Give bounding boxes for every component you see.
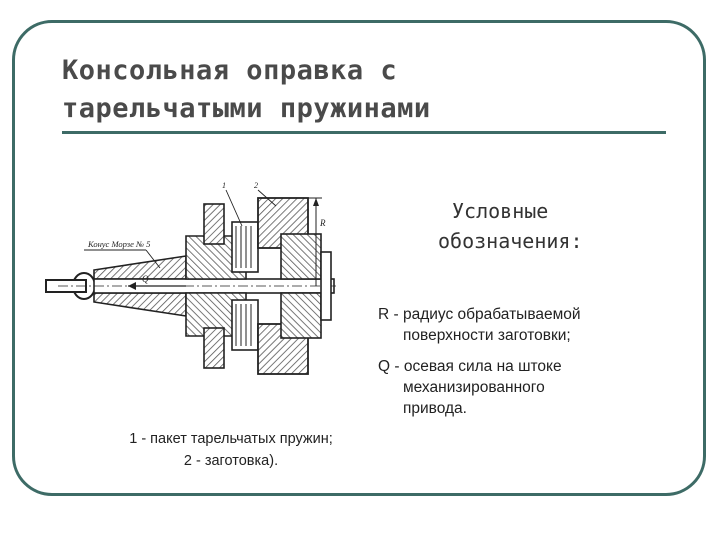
mandrel-flange [185,203,247,369]
callout-2-label: 2 [254,181,258,190]
caption-line-1: 1 - пакет тарельчатых пружин; [129,431,333,447]
taper-label: Конус Морзе № 5 [87,239,150,249]
callout-leaders [225,189,277,227]
morse-taper-body [93,255,187,317]
legend-item-q-line-3: привода. [403,400,467,417]
force-arrow [128,282,186,290]
taper-leader [84,249,161,269]
figure-caption: 1 - пакет тарельчатых пружин; 2 - загото… [96,428,366,472]
title-line-2: тарельчатыми пружинами [62,93,431,124]
title-underline [62,131,666,134]
legend-item-q-line-1: Q - осевая сила на штоке [378,358,562,375]
title-line-1: Консольная оправка с [62,55,398,86]
callout-1-label: 1 [222,181,226,190]
legend-item-r-line-1: R - радиус обрабатываемой [378,306,581,323]
slide-title: Консольная оправка с тарельчатыми пружин… [62,52,622,128]
legend-heading-line-2: обозначения: [438,229,583,253]
clamping-nut [280,233,332,339]
mandrel-drawing: R Q Конус Морзе № 5 1 2 [45,181,336,375]
central-rod [58,278,336,294]
force-label: Q [142,274,149,284]
radius-dimension [308,197,322,286]
legend-item-q-line-2: механизированного [403,379,545,396]
legend-item-r-line-2: поверхности заготовки; [403,327,571,344]
legend-heading: Условные обозначения: [438,196,638,256]
caption-line-2: 2 - заготовка). [183,453,279,469]
slide-frame [12,20,706,496]
spring-pack [231,221,259,351]
legend-heading-line-1: Условные [452,199,549,223]
radius-label: R [319,218,326,228]
legend-item-r: R - радиус обрабатываемой поверхности за… [378,304,678,346]
legend-item-q: Q - осевая сила на штоке механизированно… [378,356,678,419]
